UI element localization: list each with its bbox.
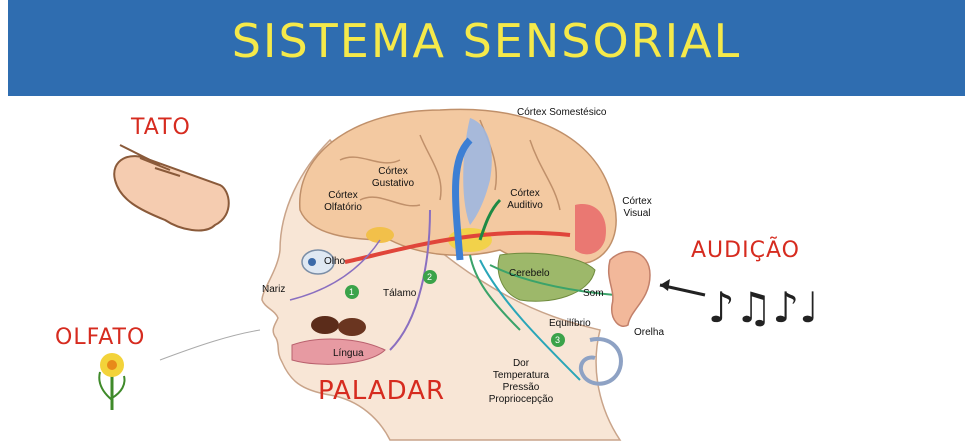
ear <box>609 252 650 327</box>
sense-audicao: AUDIÇÃO <box>691 238 800 263</box>
label-nariz: Nariz <box>262 284 285 296</box>
label-talamo: Tálamo <box>383 288 416 300</box>
badge-2-number: 2 <box>427 271 432 283</box>
badge-1-number: 1 <box>349 286 354 298</box>
label-orelha: Orelha <box>634 327 664 339</box>
chocolate-2 <box>338 318 366 336</box>
label-lingua: Língua <box>333 348 364 360</box>
badge-3-number: 3 <box>555 334 560 346</box>
label-cerebelo: Cerebelo <box>509 268 550 280</box>
hand-icon <box>114 156 229 230</box>
sense-paladar: PALADAR <box>318 376 445 406</box>
label-equilibrio: Equilíbrio <box>549 318 591 330</box>
label-spinal-senses: Dor Temperatura Pressão Propriocepção <box>476 358 566 406</box>
label-cortex-somestesico: Córtex Somestésico <box>517 107 606 119</box>
label-olho: Olho <box>324 256 345 268</box>
label-som: Som <box>583 288 604 300</box>
chocolate-1 <box>311 316 339 334</box>
smell-line <box>160 330 260 360</box>
sense-olfato: OLFATO <box>55 325 145 350</box>
music-notes: ♪♫♪♩ <box>708 283 819 332</box>
sense-tato: TATO <box>131 115 191 140</box>
